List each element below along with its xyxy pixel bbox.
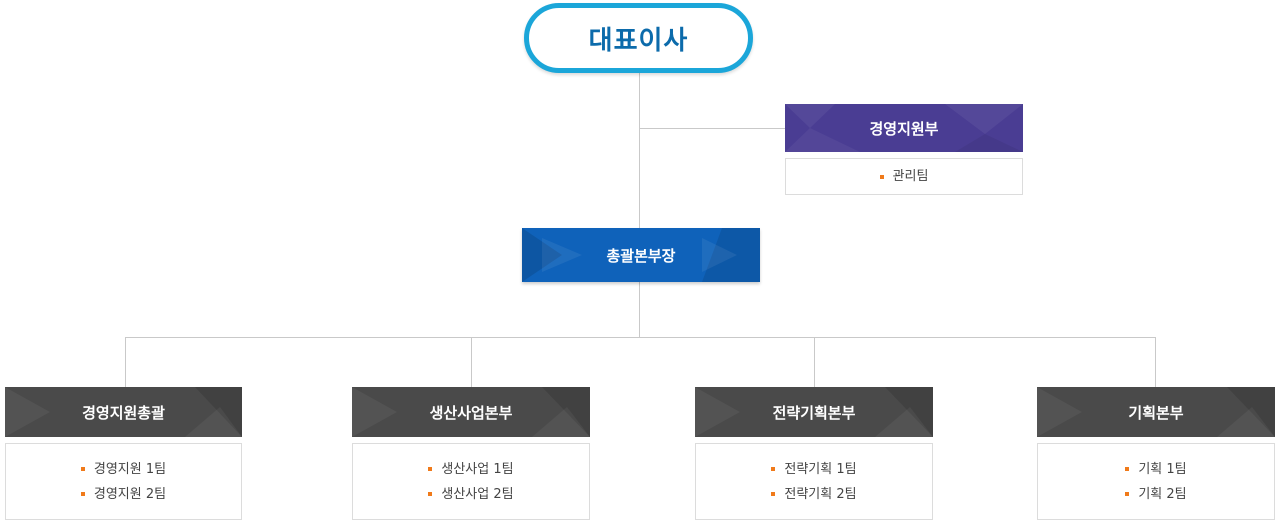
team-item: 전략기획 1팀: [771, 457, 857, 482]
management-support-teams: 관리팀: [785, 158, 1023, 195]
connector-div-3: [814, 337, 815, 388]
connector-div-4: [1155, 337, 1156, 388]
triangle-pattern: [785, 104, 1023, 152]
division-header-3: 전략기획본부: [695, 387, 933, 437]
connector-div-1: [125, 337, 126, 388]
bullet-icon: [771, 467, 776, 471]
bullet-icon: [1125, 467, 1130, 471]
division-header-4: 기획본부: [1037, 387, 1275, 437]
bullet-icon: [771, 492, 776, 496]
division-header-1: 경영지원총괄: [5, 387, 242, 437]
triangle-pattern: [1037, 387, 1275, 437]
bullet-icon: [80, 467, 85, 471]
triangle-pattern: [695, 387, 933, 437]
connector-gm-down: [639, 282, 640, 337]
team-item: 기획 1팀: [1125, 457, 1187, 482]
division-teams-1: 경영지원 1팀 경영지원 2팀: [5, 443, 242, 520]
division-teams-2: 생산사업 1팀 생산사업 2팀: [352, 443, 590, 520]
triangle-pattern: [5, 387, 242, 437]
division-label-4: 기획본부: [1128, 403, 1184, 422]
management-support-header: 경영지원부: [785, 104, 1023, 152]
division-label-3: 전략기획본부: [772, 403, 856, 422]
bullet-icon: [879, 174, 884, 179]
general-manager-label: 총괄본부장: [606, 246, 676, 265]
team-item: 경영지원 1팀: [80, 457, 166, 482]
triangle-pattern: [352, 387, 590, 437]
team-item: 생산사업 2팀: [428, 482, 514, 507]
ceo-label: 대표이사: [588, 25, 689, 56]
connector-ceo-to-gm: [639, 73, 640, 229]
division-header-2: 생산사업본부: [352, 387, 590, 437]
connector-horizontal-bus: [125, 337, 1156, 338]
division-teams-4: 기획 1팀 기획 2팀: [1037, 443, 1275, 520]
division-teams-3: 전략기획 1팀 전략기획 2팀: [695, 443, 933, 520]
team-item: 관리팀: [879, 164, 928, 189]
connector-div-2: [471, 337, 472, 388]
team-item: 경영지원 2팀: [80, 482, 166, 507]
team-item: 전략기획 2팀: [771, 482, 857, 507]
division-label-2: 생산사업본부: [429, 403, 513, 422]
team-item: 기획 2팀: [1125, 482, 1187, 507]
management-support-label: 경영지원부: [869, 119, 939, 138]
bullet-icon: [1125, 492, 1130, 496]
connector-to-support: [639, 128, 786, 129]
ceo-node: 대표이사: [524, 3, 753, 73]
bullet-icon: [428, 467, 433, 471]
team-item: 생산사업 1팀: [428, 457, 514, 482]
bullet-icon: [428, 492, 433, 496]
division-label-1: 경영지원총괄: [82, 403, 165, 422]
general-manager-header: 총괄본부장: [522, 228, 760, 282]
triangle-pattern: [522, 228, 760, 282]
bullet-icon: [80, 492, 85, 496]
